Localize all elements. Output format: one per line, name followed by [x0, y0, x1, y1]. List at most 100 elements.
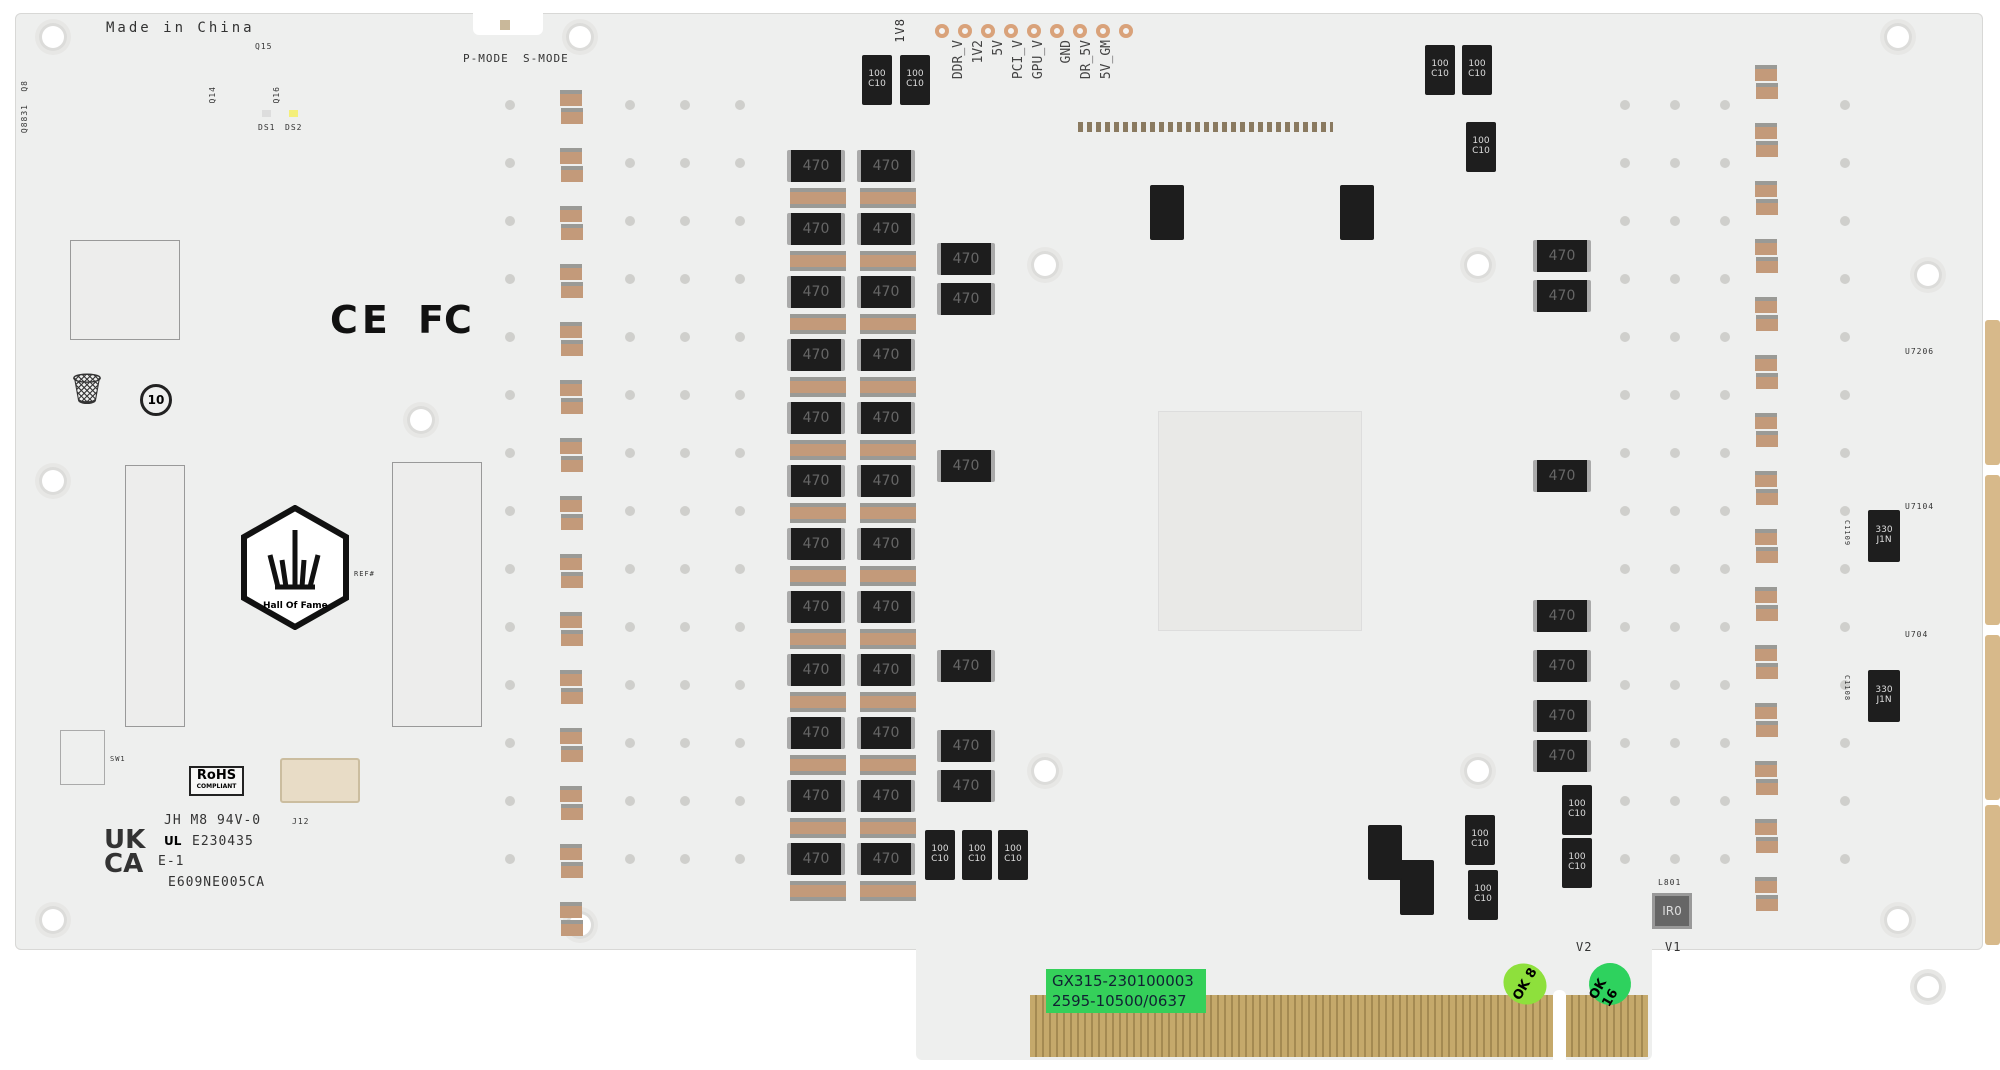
j12-label: J12 [292, 817, 310, 826]
silkscreen-box [125, 465, 185, 727]
smd-capacitor [832, 188, 846, 208]
test-point-pad [1050, 24, 1064, 38]
via [680, 216, 690, 226]
j12-fan-connector[interactable] [280, 758, 360, 803]
smd-capacitor [818, 629, 832, 649]
smd-capacitor [902, 440, 916, 460]
ukca-bottom: CA [104, 849, 144, 879]
power-inductor: 470 [857, 339, 915, 371]
via [1670, 100, 1680, 110]
via [1620, 680, 1630, 690]
test-point-pad [958, 24, 972, 38]
sw1-switch[interactable] [60, 730, 105, 785]
mounting-hole [1467, 760, 1489, 782]
via [735, 274, 745, 284]
via [735, 390, 745, 400]
smd-capacitor [560, 844, 582, 860]
capacitor-marking: C10 [1468, 69, 1486, 79]
test-point-label: 1V2 [971, 40, 986, 64]
smd-capacitor [874, 818, 888, 838]
smd-capacitor [561, 862, 583, 878]
power-inductor: 470 [787, 150, 845, 182]
mounting-hole [1887, 26, 1909, 48]
smd-capacitor [1756, 779, 1778, 795]
via [1620, 622, 1630, 632]
led-indicator [262, 110, 271, 117]
via [1720, 680, 1730, 690]
via [625, 854, 635, 864]
smd-capacitor [1756, 547, 1778, 563]
rohs-badge: RoHS COMPLIANT [189, 766, 244, 796]
via [1840, 448, 1850, 458]
smd-capacitor [818, 314, 832, 334]
smd-capacitor [790, 692, 804, 712]
smd-capacitor [832, 251, 846, 271]
via [735, 506, 745, 516]
smd-capacitor [560, 728, 582, 744]
via [505, 100, 515, 110]
power-inductor: 470 [857, 843, 915, 875]
test-point-pad [1027, 24, 1041, 38]
test-point-pad [1073, 24, 1087, 38]
capacitor-marking: 100 [906, 69, 924, 80]
smd-capacitor [860, 629, 874, 649]
mounting-hole [42, 470, 64, 492]
smd-capacitor [1756, 141, 1778, 157]
capacitor-marking: 100 [931, 844, 949, 855]
via [735, 100, 745, 110]
via [680, 506, 690, 516]
power-inductor: 470 [787, 780, 845, 812]
via [680, 738, 690, 748]
smd-capacitor [860, 314, 874, 334]
via [735, 796, 745, 806]
smd-capacitor [832, 440, 846, 460]
ic-chip [1340, 185, 1374, 240]
mounting-hole [569, 26, 591, 48]
smd-capacitor [860, 503, 874, 523]
inductor-coil: IR0 [1652, 893, 1692, 929]
smd-capacitor [804, 503, 818, 523]
power-inductor: 470 [787, 465, 845, 497]
mode-switch[interactable] [500, 20, 510, 30]
pcie-key-notch [1553, 990, 1566, 1070]
smd-capacitor [790, 251, 804, 271]
via [625, 158, 635, 168]
smd-capacitor [1755, 123, 1777, 139]
via [625, 680, 635, 690]
smd-capacitor [1755, 529, 1777, 545]
smd-capacitor [902, 755, 916, 775]
smd-capacitor [888, 692, 902, 712]
smd-capacitor [790, 440, 804, 460]
capacitor-marking: C10 [1472, 146, 1490, 156]
ic-chip [1150, 185, 1184, 240]
silkscreen-box [392, 462, 482, 727]
smd-capacitor [832, 818, 846, 838]
smd-capacitor [1755, 587, 1777, 603]
smd-capacitor [818, 818, 832, 838]
mounting-hole [1467, 254, 1489, 276]
capacitor-marking: 100 [1474, 884, 1492, 895]
fcc-mark: FC [418, 298, 472, 342]
coil-label: L801 [1658, 878, 1682, 887]
via [505, 448, 515, 458]
mounting-hole [1917, 976, 1939, 998]
smd-capacitor [1755, 297, 1777, 313]
capacitor-marking: C10 [1474, 894, 1492, 904]
via [1620, 100, 1630, 110]
via [1670, 506, 1680, 516]
mounting-hole [42, 26, 64, 48]
smd-capacitor [804, 377, 818, 397]
test-point-label: GND [1059, 40, 1074, 64]
via [505, 622, 515, 632]
via [1620, 158, 1630, 168]
power-inductor: 470 [1533, 460, 1591, 492]
power-inductor: 470 [787, 213, 845, 245]
smd-capacitor [902, 818, 916, 838]
smd-capacitor [1755, 355, 1777, 371]
smd-capacitor [804, 314, 818, 334]
via [625, 448, 635, 458]
via [505, 216, 515, 226]
mounting-hole [1034, 254, 1056, 276]
